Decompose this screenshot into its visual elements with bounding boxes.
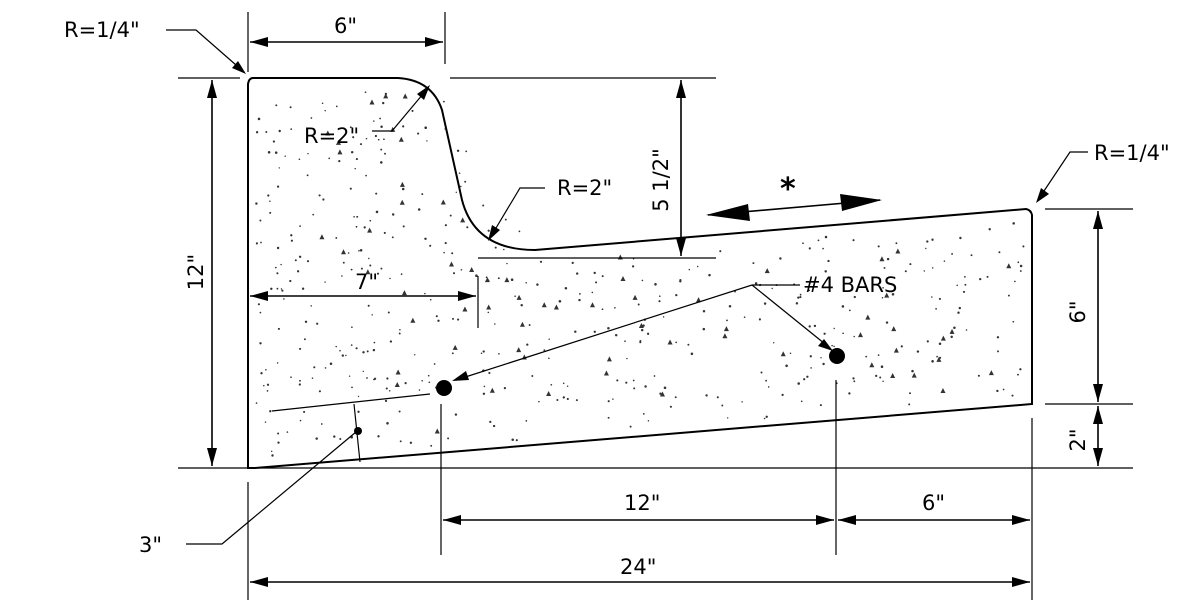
- dim-cover: [186, 393, 431, 545]
- label-radius-top-right: R=1/4": [1094, 141, 1170, 165]
- dim-right-height: [1093, 211, 1103, 402]
- leader-radius-top-left: [166, 29, 246, 74]
- label-dim-right-height: 6": [1066, 300, 1090, 323]
- section-outline: [247, 77, 1033, 469]
- label-dim-total-width: 24": [620, 555, 656, 579]
- leader-radius-top-right: [1036, 151, 1088, 203]
- dim-top-width: [250, 37, 443, 47]
- label-radius-top-left: R=1/4": [64, 18, 140, 42]
- leader-radius-lower: [488, 187, 545, 241]
- dim-right-bottom: [1093, 406, 1103, 466]
- rebar-right: [829, 348, 845, 364]
- label-slope-note: *: [780, 172, 796, 207]
- label-dim-top-width: 6": [334, 14, 357, 38]
- dim-step-height: [676, 80, 686, 256]
- dim-bar-to-edge: [838, 515, 1030, 525]
- label-dim-bar-to-edge: 6": [922, 491, 945, 515]
- dim-total-height: [207, 80, 217, 466]
- label-radius-upper-fillet: R=2": [304, 124, 359, 148]
- label-dim-cover: 3": [139, 533, 162, 557]
- label-dim-right-bottom: 2": [1066, 428, 1090, 451]
- label-dim-to-face: 7": [355, 270, 378, 294]
- label-rebar-callout: #4 BARS: [803, 273, 897, 297]
- dim-bar-spacing: [443, 515, 834, 525]
- slope-arrow: [706, 194, 882, 221]
- dim-to-face: [250, 291, 476, 301]
- leader-rebar: [452, 284, 833, 381]
- leader-radius-upper: [372, 85, 430, 132]
- label-dim-total-height: 12": [184, 254, 208, 290]
- label-radius-lower-fillet: R=2": [557, 176, 612, 200]
- rebar-left: [436, 380, 452, 396]
- label-dim-bar-spacing: 12": [624, 491, 660, 515]
- label-dim-step-height: 5 1/2": [649, 148, 673, 212]
- dim-total-width: [250, 577, 1030, 587]
- extension-lines: [178, 12, 1133, 600]
